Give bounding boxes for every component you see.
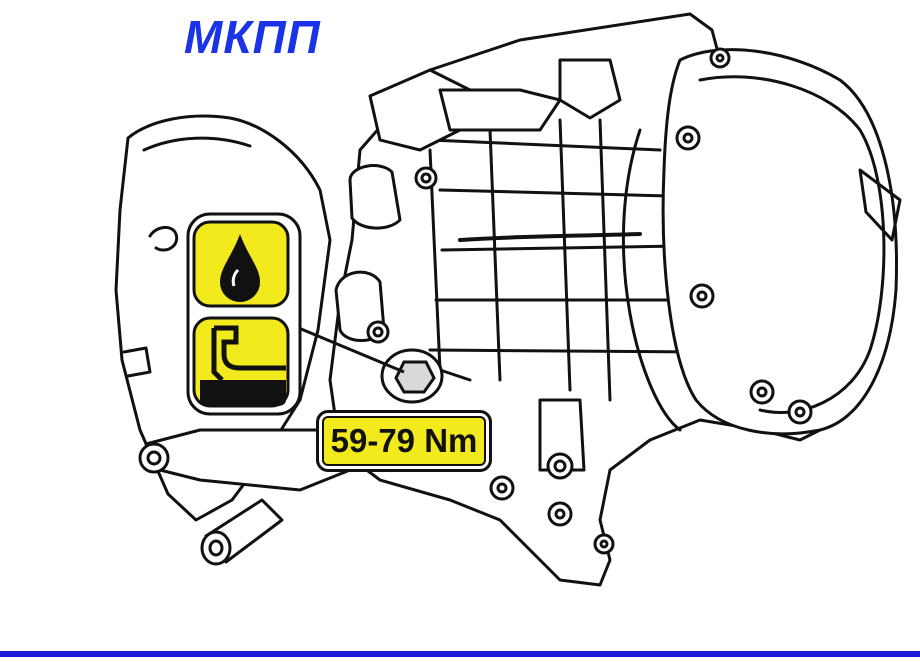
page-title: МКПП — [184, 11, 321, 63]
torque-spec-label: 59-79 Nm — [316, 410, 492, 472]
fill-plug-level-icon — [200, 380, 286, 406]
lower-arm — [144, 428, 352, 492]
fill-plug — [380, 348, 444, 404]
oil-drop-icon — [220, 234, 260, 302]
case-bolts — [366, 47, 813, 555]
icon-panel — [186, 212, 302, 416]
footer-divider — [0, 651, 920, 657]
rear-cover — [661, 48, 898, 436]
